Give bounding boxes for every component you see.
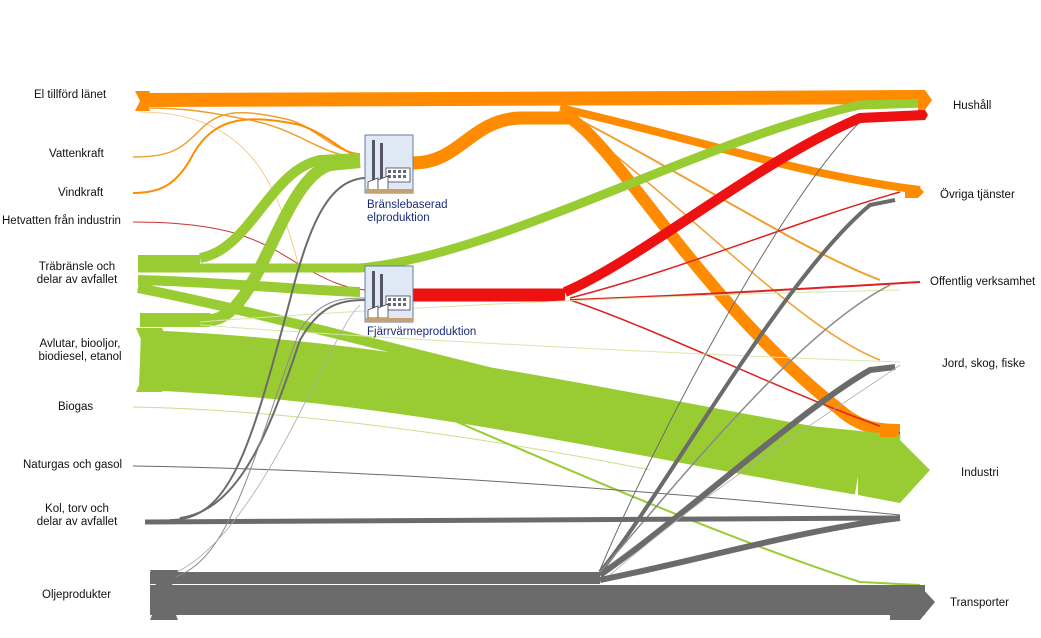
el-source-chevron [135, 91, 150, 111]
hushall-arrowhead [918, 90, 932, 110]
flow-vatten [132, 111, 361, 158]
transport-arrowhead [890, 586, 935, 620]
flow-tra-to-hushall [138, 98, 926, 273]
flow-hetvatten [132, 221, 366, 291]
industri-orange-tip [880, 425, 900, 437]
flow-fjarr-to-hushall [563, 110, 926, 297]
sink-label-offentlig: Offentlig verksamhet [930, 276, 1036, 288]
flow-el-to-ovriga [559, 104, 921, 194]
ovriga-arrowhead [905, 186, 924, 198]
avlutar-source-chevron [136, 328, 176, 392]
flow-avlutar-to-industri [138, 330, 866, 495]
sink-label-jord: Jord, skog, fiske [942, 358, 1026, 370]
flow-vind [132, 118, 361, 194]
source-label-naturgas: Naturgas och gasol [23, 459, 123, 471]
source-label-vindkraft: Vindkraft [58, 187, 104, 199]
sink-label-transport: Transporter [950, 597, 1010, 609]
flow-el-to-industri [566, 112, 901, 436]
flow-el-to-hushall [139, 90, 926, 107]
plant-label-elproduktion: Bränslebaserad elproduktion [367, 199, 448, 224]
source-label-biogas: Biogas [58, 401, 94, 413]
flow-olje-to-plant [159, 297, 366, 581]
plant-label-fjarrvarme: Fjärrvärmeproduktion [367, 326, 477, 338]
source-label-trabransle: Träbränsle och delar av avfallet [36, 261, 118, 286]
flow-bio-thin-2 [199, 324, 901, 363]
sink-label-hushall: Hushåll [953, 100, 992, 112]
flow-olje-to-hushall [599, 121, 861, 571]
power-plant-icon [364, 134, 414, 194]
flow-bio-to-transport [359, 379, 921, 586]
sink-label-industri: Industri [961, 467, 999, 479]
olje-source-chevron [150, 570, 178, 620]
flow-tra-to-fjarr [137, 275, 361, 297]
source-label-avlutar: Avlutar, biooljor, biodiesel, etanol [38, 338, 122, 363]
source-label-vattenkraft: Vattenkraft [49, 148, 104, 160]
source-label-hetvatten: Hetvatten från industrin [2, 215, 121, 227]
source-label-el: El tillförd länet [34, 89, 107, 101]
industri-arrowhead [858, 435, 930, 503]
flow-el-thin-2 [139, 111, 301, 271]
flow-avlutar-to-elprod [208, 156, 361, 326]
flow-kol-to-fjarr [179, 299, 366, 519]
flow-biogas [132, 406, 651, 471]
flow-fossil-thin-2 [609, 364, 901, 576]
flow-olje-to-industri [599, 515, 901, 583]
flow-fossil-thin-1 [169, 304, 361, 576]
flow-olje-to-ovriga [598, 198, 896, 574]
flow-elprod-output [412, 111, 575, 170]
source-label-olje: Oljeprodukter [42, 589, 112, 601]
flow-tra-to-elprod [198, 153, 361, 263]
flow-kol-to-elprod [169, 177, 366, 521]
flow-el-to-offentlig [559, 109, 881, 281]
source-label-kol: Kol, torv och delar av avfallet [36, 503, 118, 528]
flow-kol-to-industri [144, 515, 901, 525]
flow-fjarr-to-offentlig [569, 281, 921, 301]
heating-plant-icon [364, 265, 414, 323]
sink-label-ovriga: Övriga tjänster [940, 189, 1015, 201]
flow-olje-to-jord [598, 364, 896, 578]
flow-fjarr-to-industri [569, 299, 901, 434]
flow-fjarr-to-ovriga [569, 191, 901, 299]
hushall-red-arrowhead [918, 110, 928, 120]
flow-naturgas [132, 465, 901, 516]
flow-olje-to-offentlig [599, 284, 891, 573]
